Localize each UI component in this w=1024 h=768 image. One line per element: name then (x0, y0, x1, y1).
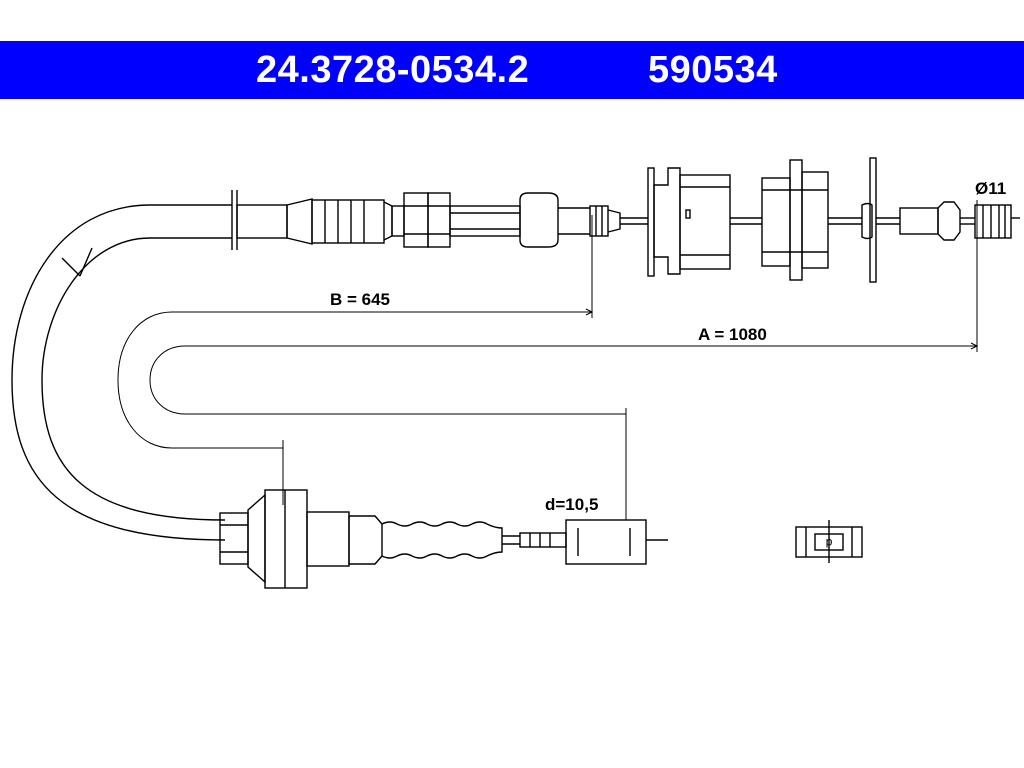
dimension-b-label: B = 645 (330, 290, 390, 309)
lower-end-fitting (219, 489, 668, 589)
dimension-d-label: d=10,5 (545, 495, 598, 514)
diameter-label: Ø11 (975, 179, 1006, 198)
upper-end-fitting (231, 190, 648, 250)
cross-section-detail (795, 520, 863, 563)
title-bar: 24.3728-0534.2 590534 (0, 41, 1024, 99)
cable-sheath (11, 204, 232, 541)
dimension-a-label: A = 1080 (698, 325, 767, 344)
damper-assembly (647, 157, 1020, 283)
reference-number: 590534 (648, 49, 778, 91)
section-d-symbol: d (826, 536, 833, 550)
dimension-lines (117, 200, 979, 520)
part-number: 24.3728-0534.2 (256, 49, 530, 91)
